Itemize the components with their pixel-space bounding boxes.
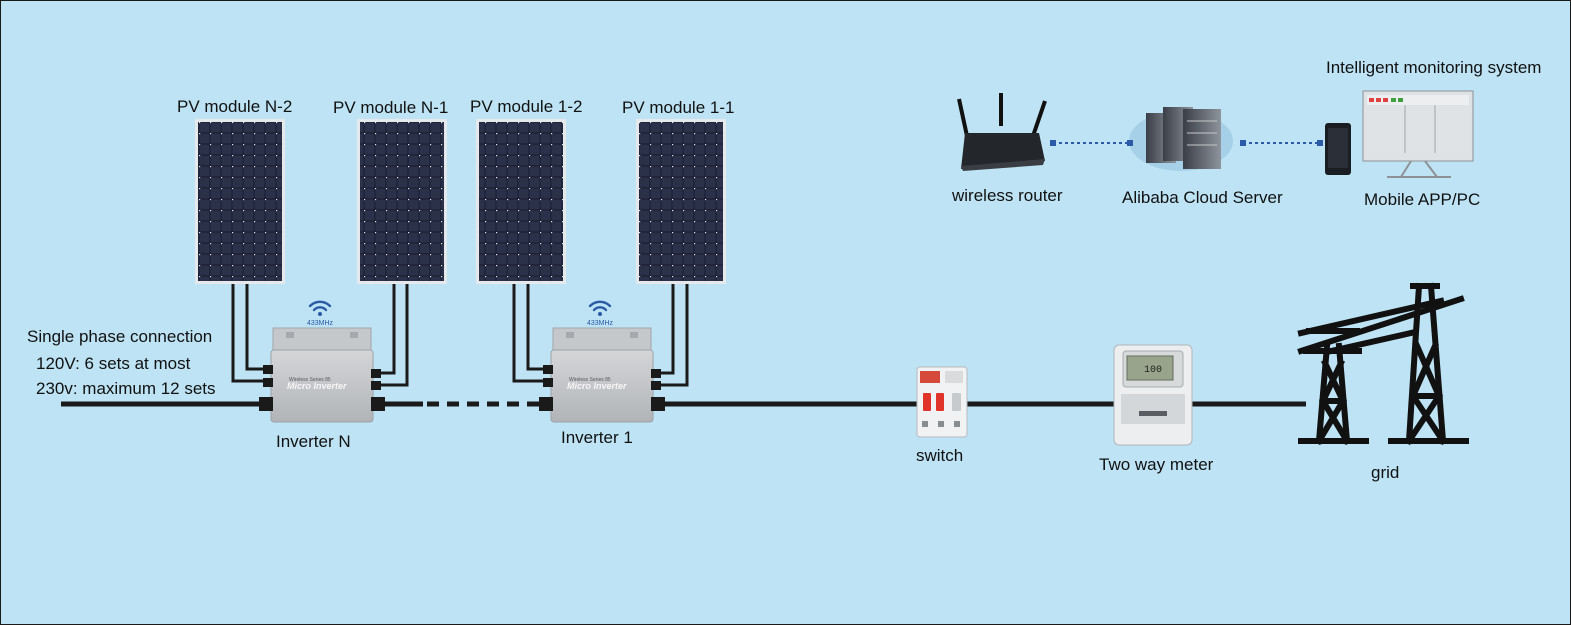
cloud-server-icon: [1129, 107, 1233, 171]
pv-panel-1-1: [636, 119, 726, 284]
monitoring-title: Intelligent monitoring system: [1326, 58, 1542, 77]
wifi-icon: [588, 300, 612, 316]
inverter-brand-line: Wireless Series 85: [289, 377, 331, 383]
two-way-meter-device: [1113, 344, 1193, 446]
connection-120v-note: 120V: 6 sets at most: [36, 354, 191, 373]
inverter-1-label: Inverter 1: [561, 428, 633, 447]
inverter-1-device: [539, 327, 665, 423]
meter-display-value: 100: [1144, 365, 1162, 376]
connection-230v-note: 230v: maximum 12 sets: [36, 379, 216, 398]
pv-module-label: PV module N-1: [333, 98, 449, 117]
wifi-frequency-label: 433MHz: [587, 320, 614, 327]
cloud-server-label: Alibaba Cloud Server: [1122, 188, 1283, 207]
grid-label: grid: [1371, 463, 1400, 482]
smartphone-icon: [1325, 123, 1351, 175]
breaker-switch-device: [916, 366, 968, 438]
meter-label: Two way meter: [1099, 455, 1214, 474]
pv-panel-1-2: [476, 119, 566, 284]
connection-title: Single phase connection: [27, 327, 213, 346]
pv-panel-n-1: [357, 119, 447, 284]
switch-label: switch: [916, 446, 964, 465]
mobile-app-pc-label: Mobile APP/PC: [1364, 190, 1481, 209]
inverter-model-text: Micro Inverter: [287, 381, 347, 391]
grid-tower-icon: [1297, 282, 1469, 446]
pv-panel-n-2: [195, 119, 285, 284]
monitor-icon: [1362, 90, 1474, 178]
pv-module-label: PV module N-2: [177, 97, 293, 116]
inverter-brand-line: Wireless Series 85: [569, 377, 611, 383]
wifi-frequency-label: 433MHz: [307, 320, 334, 327]
monitoring-links: [1050, 140, 1323, 146]
pv-module-label: PV module 1-1: [622, 98, 735, 117]
wireless-router-icon: [957, 93, 1047, 171]
inverter-model-text: Micro Inverter: [567, 381, 627, 391]
inverter-n-label: Inverter N: [276, 432, 351, 451]
wifi-icon: [308, 300, 332, 316]
inverter-n-device: [259, 327, 385, 423]
pv-module-label: PV module 1-2: [470, 97, 583, 116]
router-label: wireless router: [952, 186, 1063, 205]
